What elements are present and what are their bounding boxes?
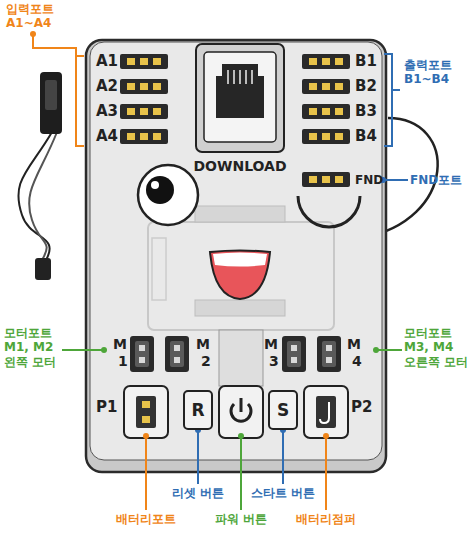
output-bracket bbox=[384, 54, 400, 146]
ghost-pad bbox=[152, 238, 166, 300]
power-button bbox=[219, 386, 263, 438]
input-port bbox=[120, 129, 168, 144]
callout-label: 배터리포트 bbox=[116, 512, 176, 526]
mouth bbox=[210, 251, 270, 300]
cable-end bbox=[35, 258, 51, 280]
ghost-chip bbox=[148, 222, 334, 330]
callout-label: 스타트 버튼 bbox=[251, 486, 315, 500]
port-label: A2 bbox=[96, 77, 118, 95]
callout-label: 파워 버튼 bbox=[215, 512, 267, 526]
button-letter: S bbox=[277, 402, 289, 419]
port-label: M bbox=[113, 336, 127, 353]
callout-label: 배터리점퍼 bbox=[296, 512, 356, 526]
input-bracket bbox=[33, 34, 84, 146]
leader-line bbox=[240, 436, 242, 510]
cable-wire bbox=[29, 132, 57, 260]
battery-jumper bbox=[304, 386, 348, 438]
callout-label: 모터포트 M1, M2 왼쪽 모터 bbox=[4, 326, 62, 369]
leader-dot bbox=[101, 347, 107, 353]
battery-pin bbox=[142, 401, 150, 408]
eye-highlight bbox=[151, 181, 159, 189]
port-label: FND bbox=[355, 173, 383, 187]
callout-label: 출력포트 B1~B4 bbox=[404, 58, 458, 87]
leader-line bbox=[145, 436, 147, 510]
right-eye bbox=[298, 196, 360, 227]
battery-port bbox=[136, 396, 156, 428]
port-label: B4 bbox=[355, 127, 377, 145]
download-jack bbox=[204, 52, 276, 142]
leader-dot bbox=[373, 347, 379, 353]
motor-port bbox=[165, 336, 189, 372]
download-jack bbox=[196, 44, 284, 152]
port-label: P1 bbox=[96, 398, 117, 416]
reset-button: R bbox=[183, 390, 213, 430]
fnd-port bbox=[302, 172, 350, 187]
leader-line bbox=[383, 179, 408, 181]
port-label: M bbox=[264, 336, 278, 353]
leader-dot bbox=[143, 433, 149, 439]
port-label: 3 bbox=[269, 353, 279, 370]
board-face bbox=[90, 42, 382, 460]
ghost-pad bbox=[195, 206, 285, 222]
leader-dot bbox=[238, 433, 244, 439]
shape bbox=[33, 34, 408, 510]
battery-jumper bbox=[316, 396, 336, 428]
input-port bbox=[120, 79, 168, 94]
port-label: B3 bbox=[355, 102, 377, 120]
jack-pins bbox=[228, 70, 252, 84]
output-port bbox=[302, 79, 350, 94]
leader-line bbox=[197, 430, 199, 484]
callout-label: 모터포트 M3, M4 오른쪽 모터 bbox=[404, 326, 470, 369]
cable-plug bbox=[45, 80, 57, 110]
port-label: A3 bbox=[96, 102, 118, 120]
leader-dot bbox=[323, 433, 329, 439]
ghost-pad bbox=[195, 300, 285, 316]
output-port bbox=[302, 54, 350, 69]
motor-port bbox=[130, 336, 154, 372]
teeth bbox=[213, 253, 267, 267]
callout-label: FND포트 bbox=[410, 173, 462, 187]
leader-dot bbox=[30, 31, 36, 37]
port-label: A1 bbox=[96, 52, 118, 70]
start-button: S bbox=[268, 390, 298, 430]
port-label: B2 bbox=[355, 77, 377, 95]
jack-label: DOWNLOAD bbox=[193, 158, 286, 175]
battery-port bbox=[124, 386, 168, 438]
battery-pin bbox=[142, 416, 150, 423]
leader-line bbox=[282, 430, 284, 484]
input-port bbox=[120, 54, 168, 69]
port-label: P2 bbox=[351, 398, 372, 416]
left-eye bbox=[138, 165, 198, 225]
output-port bbox=[302, 129, 350, 144]
input-port bbox=[120, 104, 168, 119]
download-jack bbox=[216, 64, 264, 118]
port-label: 4 bbox=[352, 353, 362, 370]
leader-line bbox=[62, 349, 104, 351]
button-letter: R bbox=[191, 402, 204, 419]
power-channel bbox=[219, 330, 263, 386]
leader-line bbox=[325, 436, 327, 510]
motor-port bbox=[317, 336, 341, 372]
port-label: M bbox=[347, 336, 361, 353]
port-label: 2 bbox=[201, 353, 211, 370]
leader-line bbox=[376, 349, 402, 351]
jumper-mark bbox=[320, 402, 329, 423]
board-body bbox=[86, 40, 386, 472]
port-label: A4 bbox=[96, 127, 118, 145]
port-label: B1 bbox=[355, 52, 377, 70]
power-icon bbox=[240, 398, 243, 412]
callout-label: 입력포트 A1~A4 bbox=[6, 2, 60, 31]
pupil bbox=[146, 176, 174, 204]
callout-label: 리셋 버튼 bbox=[172, 486, 224, 500]
cable-wire bbox=[18, 132, 52, 260]
cable-plug bbox=[40, 72, 62, 134]
output-port bbox=[302, 104, 350, 119]
motor-port bbox=[282, 336, 306, 372]
port-label: M bbox=[196, 336, 210, 353]
port-label: 1 bbox=[118, 353, 128, 370]
